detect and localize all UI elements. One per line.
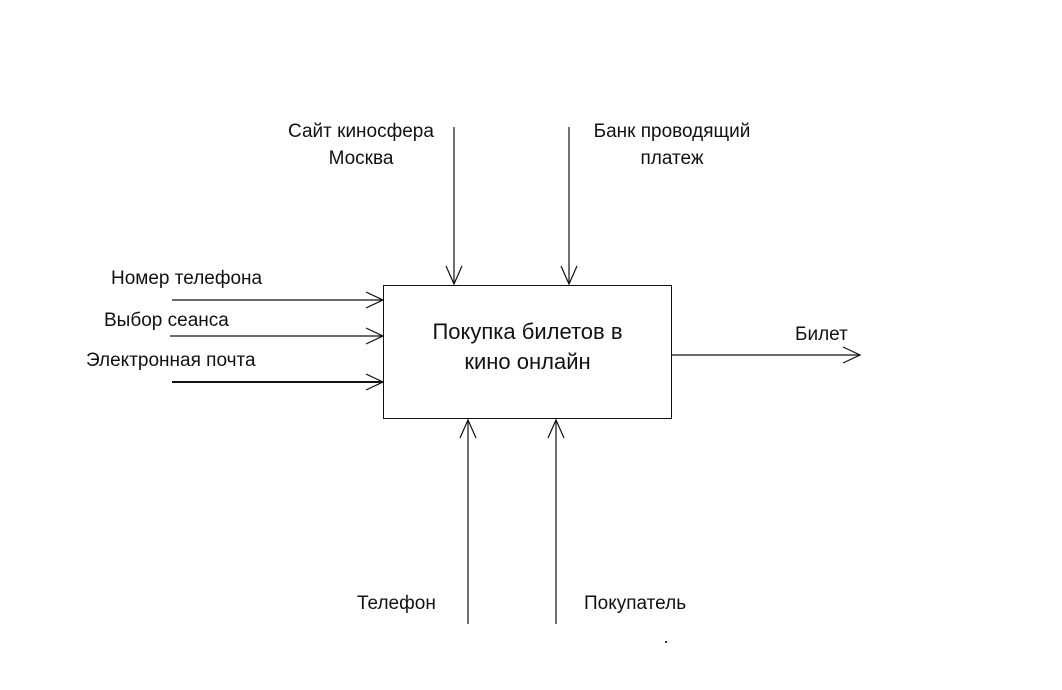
process-title: Покупка билетов в кино онлайн — [432, 319, 623, 374]
control-arrowhead-site — [445, 265, 463, 286]
input-label-session: Выбор сеанса — [104, 310, 229, 331]
mechanism-arrowhead-phone — [459, 418, 477, 439]
input-label-email: Электронная почта — [86, 350, 256, 371]
stray-dot — [665, 641, 667, 643]
mechanism-label-buyer: Покупатель — [584, 593, 687, 614]
mechanism-arrowhead-buyer — [547, 418, 565, 439]
input-label-phone-number: Номер телефона — [111, 268, 263, 289]
output-label-ticket: Билет — [795, 324, 848, 345]
mechanism-label-phone: Телефон — [357, 593, 436, 614]
process-box: Покупка билетов в кино онлайн — [383, 285, 672, 419]
output-arrowhead-ticket — [842, 346, 862, 364]
control-label-bank: Банк проводящий платеж — [593, 121, 751, 169]
control-arrowhead-bank — [560, 265, 578, 286]
control-label-site: Сайт киносфера Москва — [288, 121, 434, 169]
